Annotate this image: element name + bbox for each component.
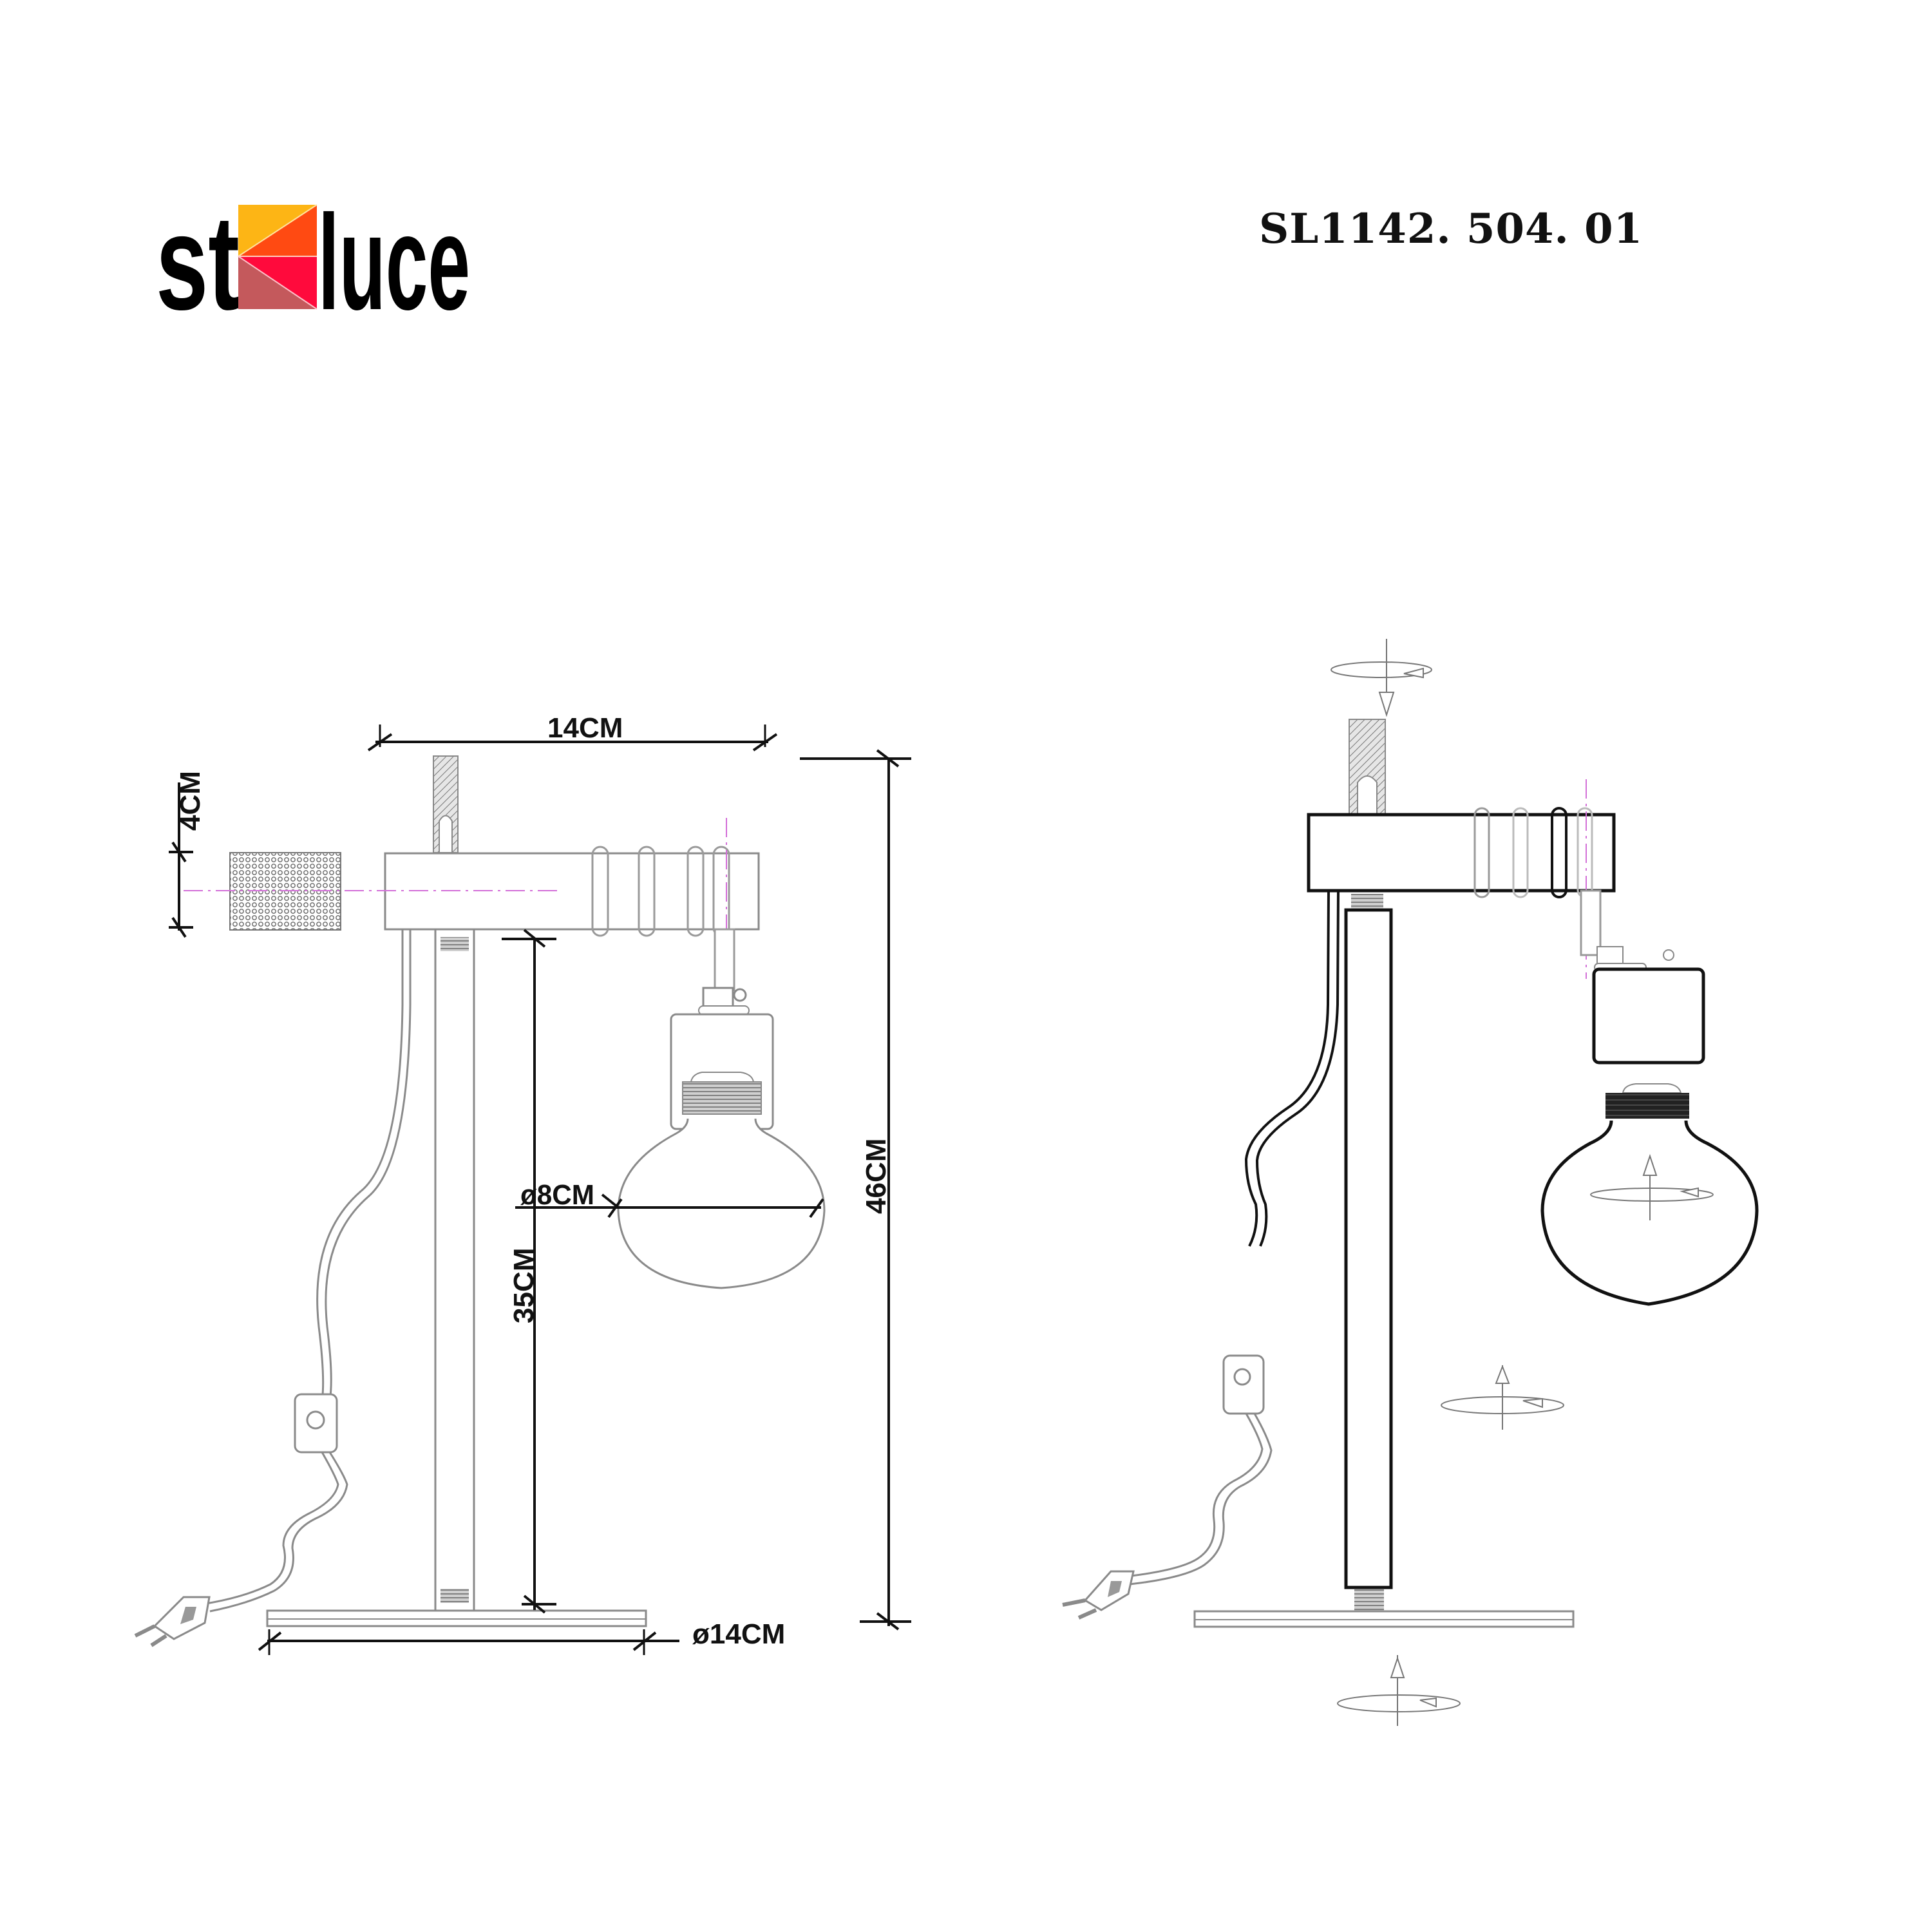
arm-rings	[591, 846, 730, 937]
base-plate	[266, 1609, 647, 1627]
pole	[434, 928, 475, 1612]
dimension-pole-height: 35CM	[502, 929, 556, 1614]
rotate-down-arrow-icon	[1331, 639, 1432, 717]
pole	[1344, 894, 1393, 1612]
arm-box	[1307, 813, 1616, 893]
logo-wordmark-st: st	[156, 187, 240, 338]
dimension-base-diameter: ø14CM	[258, 1618, 785, 1655]
svg-text:14CM: 14CM	[547, 712, 623, 744]
bulb-socket	[1580, 889, 1705, 1065]
top-cap	[433, 755, 459, 853]
dimension-arm-length: 14CM	[367, 712, 778, 752]
inline-switch	[294, 1393, 338, 1454]
power-plug	[1062, 1570, 1135, 1620]
arm-rings	[1473, 807, 1593, 898]
dimension-total-height: 46CM	[800, 749, 911, 1631]
rotate-up-arrow-icon	[1337, 1655, 1461, 1726]
logo-wordmark-luce: luce	[318, 187, 470, 338]
power-plug	[134, 1596, 211, 1647]
rotate-up-arrow-icon	[1590, 1153, 1714, 1220]
base-plate	[1193, 1610, 1575, 1628]
svg-text:35CM: 35CM	[508, 1248, 540, 1323]
dimension-arm-height: 4CM	[169, 771, 206, 938]
svg-text:46CM: 46CM	[860, 1139, 892, 1214]
model-number: SL1142. 504. 01	[1259, 205, 1643, 253]
svg-text:st: st	[156, 193, 240, 316]
dimensioned-side-view: 14CM 4CM 35CM ø8CM	[134, 712, 911, 1655]
svg-text:ø8CM: ø8CM	[520, 1179, 594, 1211]
rotate-up-arrow-icon	[1441, 1365, 1564, 1430]
logo-color-square-icon	[238, 204, 317, 310]
brand-logo: st luce	[156, 187, 471, 338]
dimension-bulb-diameter: ø8CM	[515, 1179, 824, 1218]
light-bulb	[617, 1072, 826, 1289]
svg-text:ø14CM: ø14CM	[692, 1618, 785, 1650]
inline-switch	[1222, 1354, 1265, 1415]
assembly-view	[1062, 639, 1759, 1726]
top-cap	[1349, 719, 1386, 815]
power-cord	[1244, 890, 1330, 1247]
light-bulb	[1540, 1083, 1759, 1306]
power-cord	[316, 929, 404, 1401]
svg-text:4CM: 4CM	[175, 771, 206, 831]
svg-text:luce: luce	[318, 193, 470, 316]
